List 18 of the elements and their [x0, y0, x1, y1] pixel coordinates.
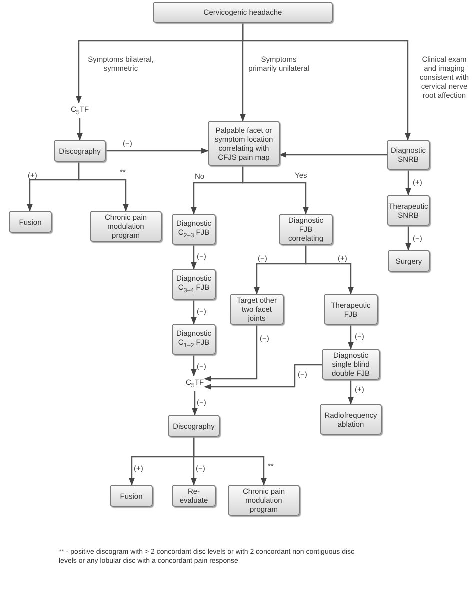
arrow [77, 118, 83, 141]
arrow [192, 391, 198, 416]
arrow [191, 245, 197, 270]
arrow [406, 170, 412, 196]
arrow [191, 355, 197, 377]
arrow [242, 23, 411, 141]
arrow [279, 152, 387, 158]
arrow [193, 437, 267, 486]
arrow [348, 380, 354, 405]
arrow [406, 226, 412, 251]
arrow [305, 245, 354, 295]
arrow [191, 300, 197, 325]
arrow [204, 325, 258, 382]
arrow [106, 148, 209, 154]
arrow [242, 166, 309, 215]
arrow [78, 162, 129, 212]
arrow [204, 364, 322, 390]
arrow [348, 325, 354, 350]
